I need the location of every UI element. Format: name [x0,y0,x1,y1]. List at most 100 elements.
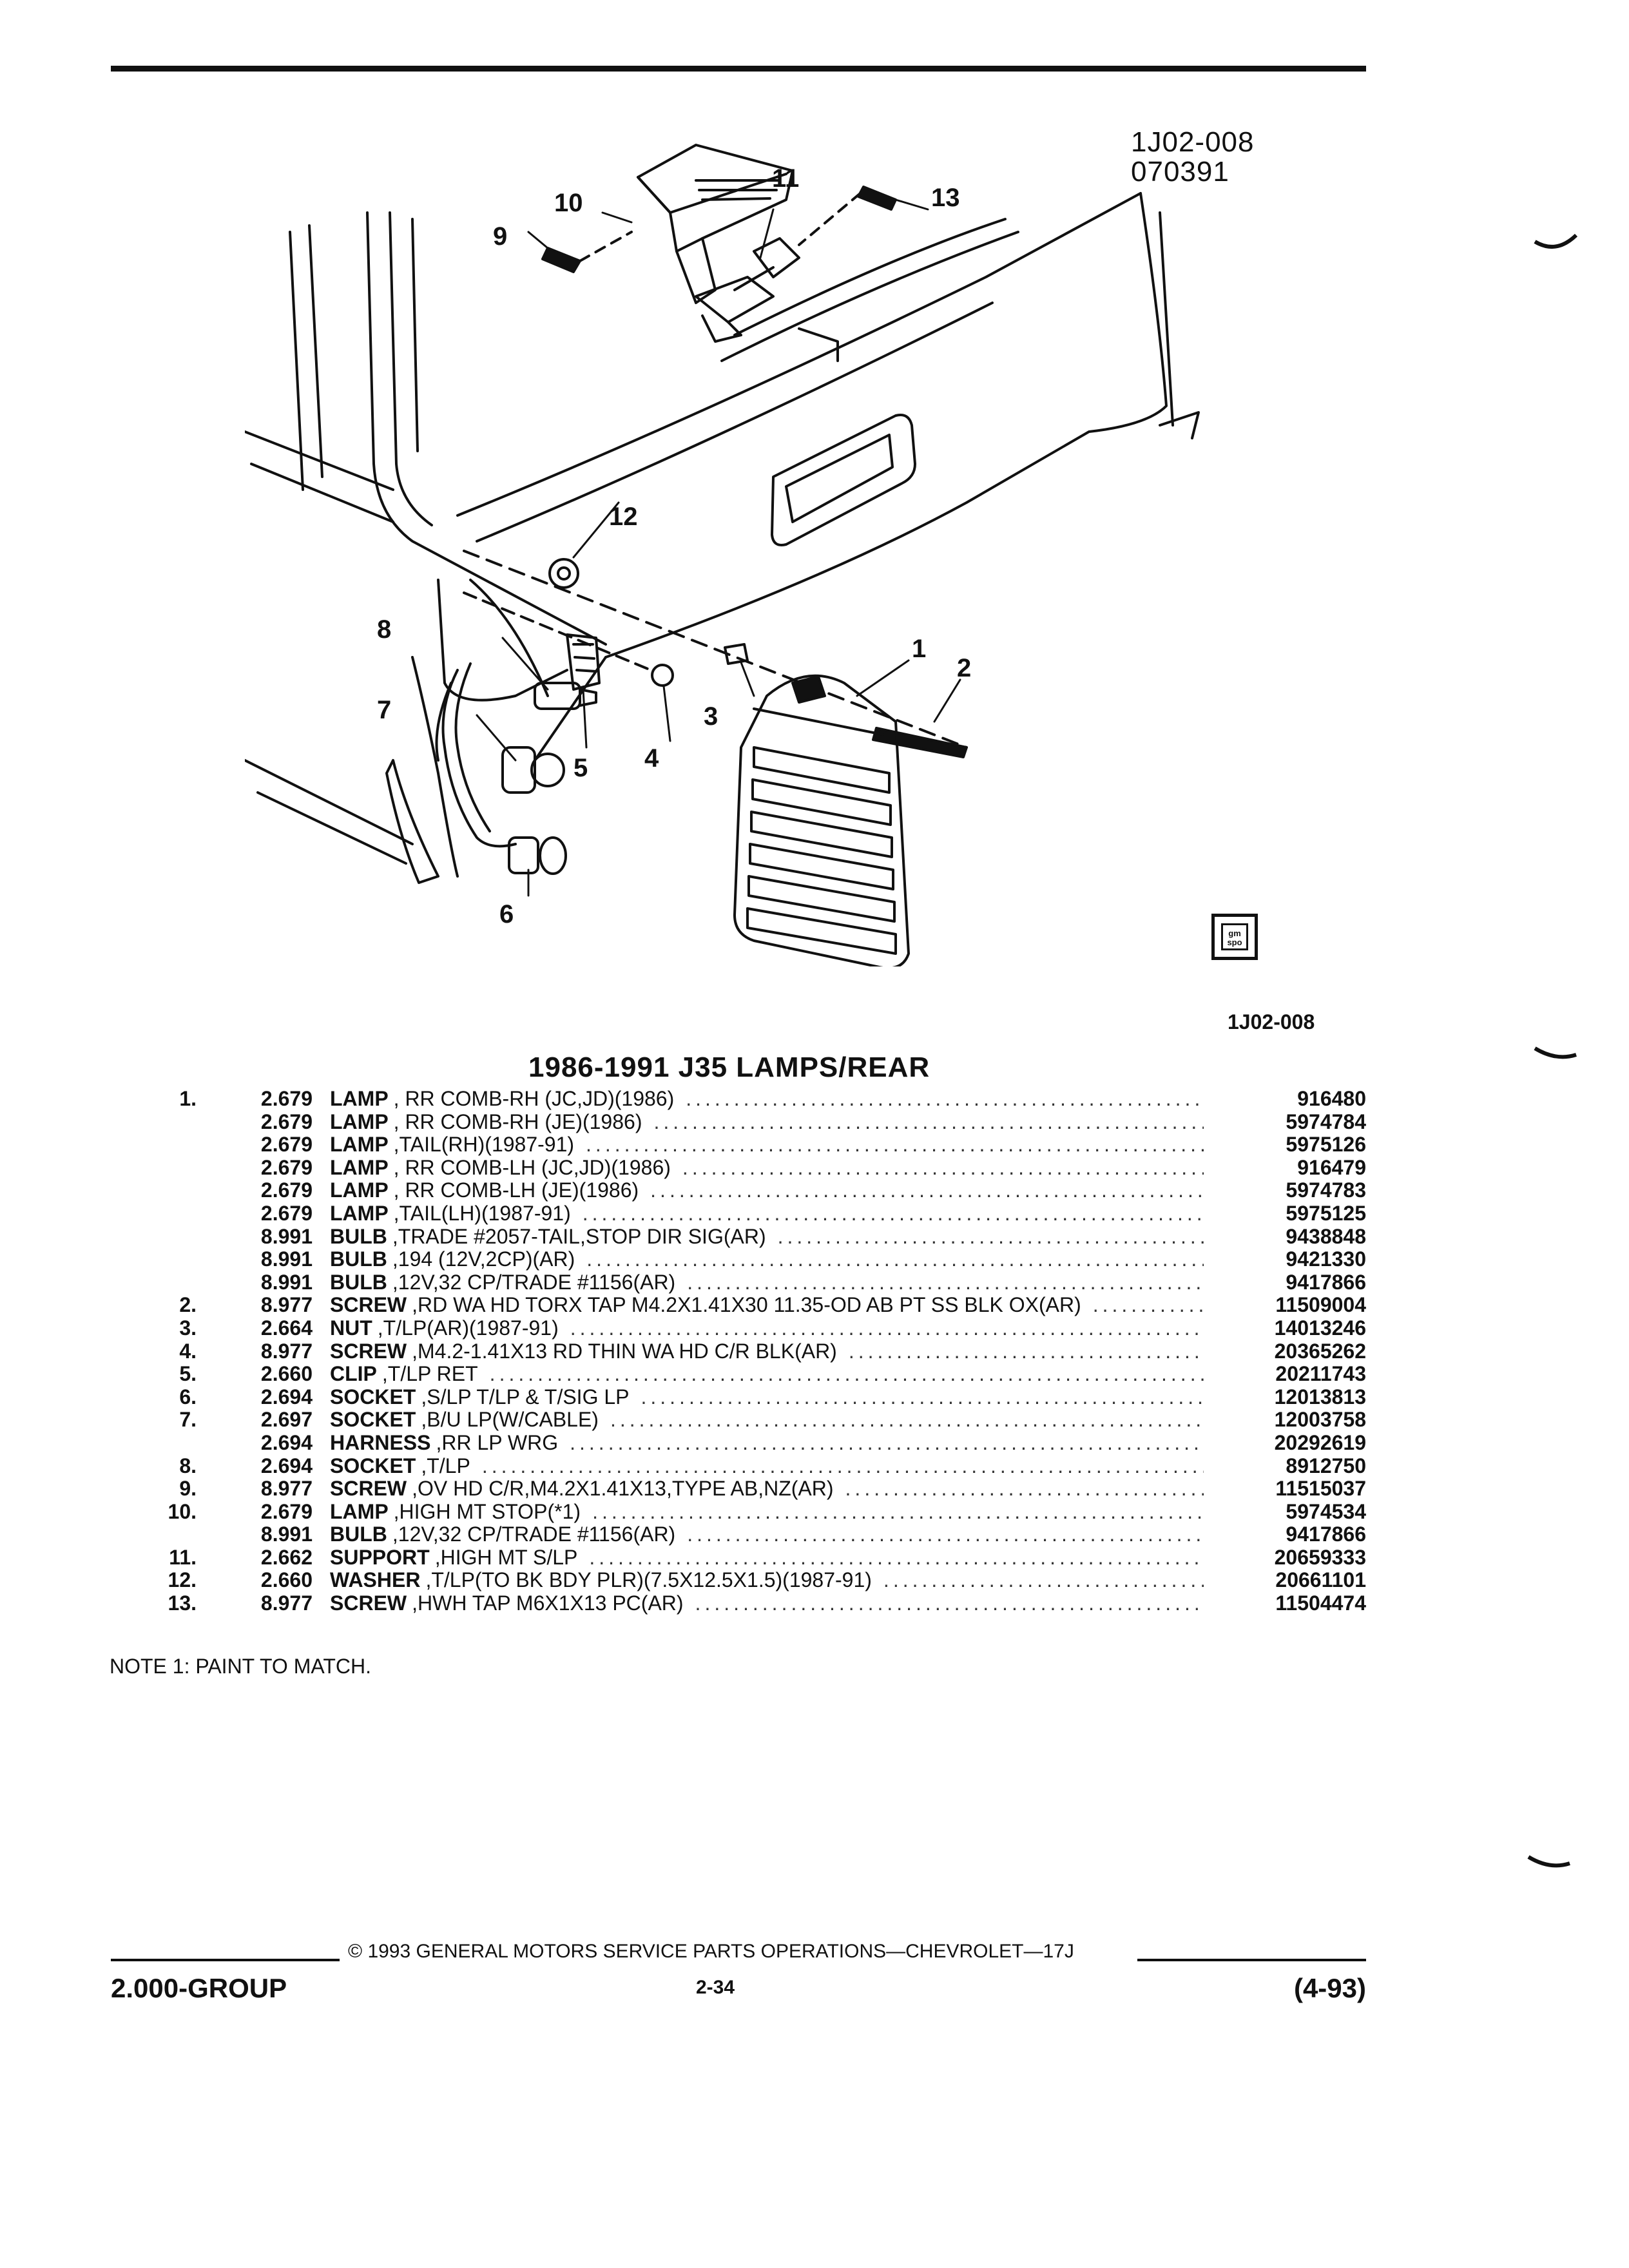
part-desc: ,RD WA HD TORX TAP M4.2X1.41X30 11.35-OD… [412,1294,1081,1317]
part-number: 5975125 [1286,1201,1366,1225]
part-name: BULB [330,1523,387,1546]
part-group: 2.679 [260,1155,313,1179]
dot-leader: ........................................… [570,1431,1204,1454]
part-name: LAMP [330,1500,389,1523]
exploded-parts-diagram: 1 2 3 4 5 6 7 8 9 10 11 12 13 [245,144,1200,966]
gm-spo-logo-text: gm spo [1221,923,1248,950]
dot-leader: ........................................… [489,1363,1204,1386]
dot-leader: ........................................… [1092,1294,1204,1317]
figure-code-small: 1J02-008 [1228,1010,1315,1033]
dot-leader: ........................................… [641,1385,1204,1408]
part-group: 2.679 [260,1201,313,1225]
part-name: BULB [330,1248,387,1271]
part-number: 20661101 [1275,1568,1366,1592]
part-description-wrap: SCREW,RD WA HD TORX TAP M4.2X1.41X30 11.… [330,1294,1211,1317]
screw-9 [541,231,633,273]
part-ref: 1. [179,1087,197,1110]
dot-leader: ........................................… [845,1477,1204,1501]
part-name: HARNESS [330,1431,431,1454]
part-desc: ,12V,32 CP/TRADE #1156(AR) [392,1523,676,1546]
dot-leader: ........................................… [582,1202,1204,1225]
part-group: 2.679 [260,1499,313,1523]
dot-leader: ........................................… [883,1569,1204,1592]
part-name: CLIP [330,1363,377,1386]
part-desc: ,TAIL(LH)(1987-91) [393,1202,571,1225]
part-name: LAMP [330,1156,389,1179]
part-name: SCREW [330,1294,407,1317]
part-description-wrap: LAMP, RR COMB-RH (JC,JD)(1986)..........… [330,1088,1211,1111]
part-description-wrap: SOCKET,T/LP.............................… [330,1455,1211,1478]
callout-2: 2 [957,654,971,682]
part-number: 5974784 [1286,1110,1366,1133]
callout-3: 3 [704,702,718,731]
part-description-wrap: SOCKET,B/U LP(W/CABLE)..................… [330,1408,1211,1432]
part-ref: 9. [179,1477,197,1501]
gm-spo-logo: gm spo [1211,914,1258,960]
part-group: 8.977 [260,1591,313,1615]
part-description-wrap: BULB,194 (12V,2CP)(AR)..................… [330,1248,1211,1271]
part-number: 11504474 [1275,1591,1366,1615]
part-group: 8.991 [260,1224,313,1248]
screw-4 [463,591,674,687]
part-group: 2.679 [260,1133,313,1157]
high-mount-stop-lamp [637,144,794,304]
part-description-wrap: BULB,12V,32 CP/TRADE #1156(AR)..........… [330,1271,1211,1294]
part-name: LAMP [330,1088,389,1110]
callout-1: 1 [912,635,926,663]
top-rule [111,66,1366,72]
dot-leader: ........................................… [848,1340,1204,1363]
dot-leader: ........................................… [650,1179,1204,1202]
part-name: LAMP [330,1133,389,1157]
binder-mark-2 [1534,1046,1577,1059]
part-desc: ,HIGH MT S/LP [434,1546,578,1569]
section-title: 1986-1991 J35 LAMPS/REAR [528,1052,930,1083]
dot-leader: ........................................… [777,1225,1204,1248]
part-name: SOCKET [330,1408,416,1432]
part-ref: 12. [168,1568,197,1592]
part-desc: , RR COMB-LH (JE)(1986) [393,1179,639,1202]
part-name: SOCKET [330,1385,416,1408]
part-group: 2.660 [260,1568,313,1592]
part-description-wrap: SCREW,OV HD C/R,M4.2X1.41X13,TYPE AB,NZ(… [330,1477,1211,1501]
part-name: SCREW [330,1477,407,1501]
part-ref: 6. [179,1385,197,1408]
part-description-wrap: LAMP, RR COMB-RH (JE)(1986).............… [330,1111,1211,1134]
part-name: SOCKET [330,1454,416,1477]
figure-code-line1: 1J02-008 [1131,126,1255,158]
part-name: BULB [330,1225,387,1248]
part-number: 9421330 [1286,1247,1366,1271]
part-desc: ,T/LP RET [381,1363,478,1386]
callout-10: 10 [554,189,583,217]
part-group: 2.664 [260,1316,313,1340]
part-description-wrap: SCREW,HWH TAP M6X1X13 PC(AR)............… [330,1592,1211,1615]
part-number: 12003758 [1274,1408,1366,1432]
part-group: 2.694 [260,1430,313,1454]
part-description-wrap: LAMP, RR COMB-LH (JC,JD)(1986)..........… [330,1157,1211,1180]
dot-leader: ........................................… [610,1408,1204,1432]
callout-4: 4 [644,744,659,773]
part-name: SUPPORT [330,1546,430,1569]
part-description-wrap: SCREW,M4.2-1.41X13 RD THIN WA HD C/R BLK… [330,1340,1211,1363]
binder-mark-3 [1527,1855,1570,1868]
part-number: 5975126 [1286,1133,1366,1157]
part-group: 2.660 [260,1362,313,1386]
dot-leader: ........................................… [682,1156,1204,1179]
tail-lamp-assembly [733,674,910,966]
part-description-wrap: CLIP,T/LP RET...........................… [330,1363,1211,1386]
part-number: 9417866 [1286,1523,1366,1546]
callout-7: 7 [377,696,391,724]
callout-numbers: 1 2 3 4 5 6 7 8 9 10 11 12 13 [377,164,971,928]
high-mount-support [695,237,800,343]
part-group: 2.694 [260,1385,313,1408]
part-description-wrap: LAMP, RR COMB-LH (JE)(1986).............… [330,1179,1211,1202]
dot-leader: ........................................… [695,1592,1204,1615]
parts-row: 2.679 LAMP, RR COMB-LH (JC,JD)(1986).....… [148,1155,1366,1180]
part-number: 11515037 [1275,1477,1366,1501]
footer-rule-right [1137,1959,1366,1961]
